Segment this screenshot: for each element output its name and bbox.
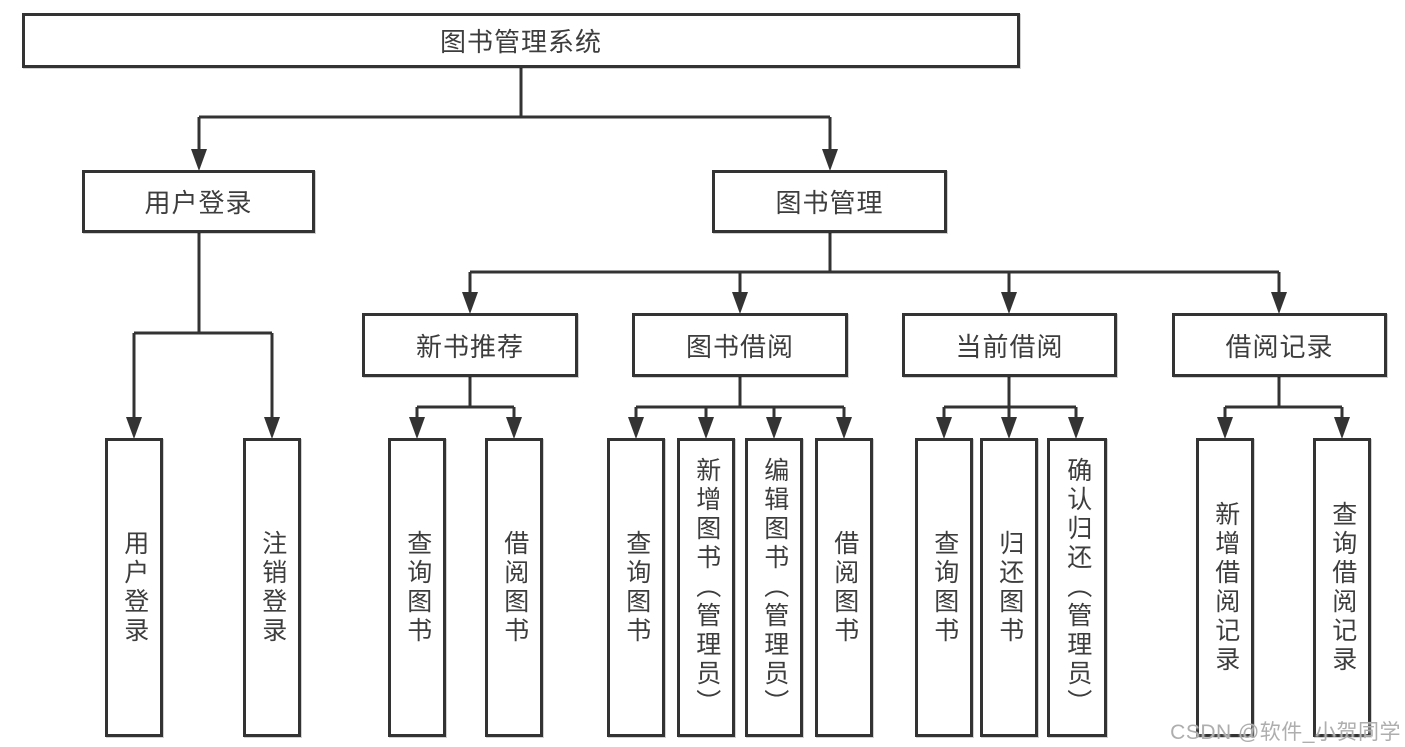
- leaf-borrow-books-recommend: 借阅图书: [485, 438, 543, 737]
- leaf-borrow-books: 借阅图书: [815, 438, 873, 737]
- leaf-query-books-recommend: 查询图书: [388, 438, 446, 737]
- leaf-confirm-return-admin: 确认归还（管理员）: [1047, 438, 1107, 737]
- leaf-confirm-return-admin-label: 确认归还（管理员）: [1063, 457, 1092, 718]
- leaf-add-borrow-record-label: 新增借阅记录: [1211, 500, 1240, 675]
- leaf-add-books-admin-label: 新增图书（管理员）: [692, 457, 721, 718]
- leaf-logout-login: 注销登录: [243, 438, 301, 737]
- leaf-query-books-recommend-label: 查询图书: [403, 529, 432, 646]
- arrow-icon: [822, 149, 838, 171]
- arrow-icon: [1068, 417, 1084, 439]
- watermark: CSDN @软件_小贺同学: [1170, 721, 1401, 744]
- node-user-login-label: 用户登录: [144, 188, 253, 218]
- node-new-book-recommend: 新书推荐: [362, 313, 578, 377]
- arrow-icon: [1271, 292, 1287, 314]
- node-book-management-label: 图书管理: [775, 188, 884, 218]
- leaf-logout-login-label: 注销登录: [258, 529, 287, 646]
- leaf-query-borrow-record: 查询借阅记录: [1313, 438, 1371, 737]
- arrow-icon: [936, 417, 952, 439]
- node-borrow-records-label: 借阅记录: [1225, 331, 1334, 362]
- leaf-user-login: 用户登录: [105, 438, 163, 737]
- arrow-icon: [126, 417, 142, 439]
- node-new-book-recommend-label: 新书推荐: [415, 331, 524, 362]
- node-current-borrow-label: 当前借阅: [955, 331, 1064, 362]
- arrow-icon: [836, 417, 852, 439]
- node-book-borrow-label: 图书借阅: [685, 331, 794, 362]
- arrow-icon: [409, 417, 425, 439]
- leaf-borrow-books-label: 借阅图书: [830, 529, 859, 646]
- leaf-borrow-books-recommend-label: 借阅图书: [500, 529, 529, 646]
- arrow-icon: [698, 417, 714, 439]
- arrow-icon: [766, 417, 782, 439]
- arrow-icon: [462, 292, 478, 314]
- arrow-icon: [1217, 417, 1233, 439]
- arrow-icon: [628, 417, 644, 439]
- leaf-edit-books-admin-label: 编辑图书（管理员）: [760, 457, 789, 718]
- leaf-return-books: 归还图书: [980, 438, 1038, 737]
- leaf-query-borrow-record-label: 查询借阅记录: [1328, 500, 1357, 675]
- leaf-query-books-borrow: 查询图书: [607, 438, 665, 737]
- arrow-icon: [1001, 417, 1017, 439]
- arrow-icon: [506, 417, 522, 439]
- node-current-borrow: 当前借阅: [902, 313, 1117, 377]
- arrow-icon: [191, 149, 207, 171]
- arrow-icon: [264, 417, 280, 439]
- node-user-login: 用户登录: [82, 170, 315, 233]
- arrow-icon: [732, 292, 748, 314]
- leaf-edit-books-admin: 编辑图书（管理员）: [745, 438, 803, 737]
- leaf-add-borrow-record: 新增借阅记录: [1196, 438, 1254, 737]
- leaf-return-books-label: 归还图书: [995, 529, 1024, 646]
- node-book-management: 图书管理: [712, 170, 947, 233]
- arrow-icon: [1001, 292, 1017, 314]
- arrowheads: [126, 149, 1350, 439]
- arrow-icon: [1334, 417, 1350, 439]
- connector-paths: [132, 68, 1344, 421]
- leaf-add-books-admin: 新增图书（管理员）: [677, 438, 735, 737]
- leaf-query-books-borrow-label: 查询图书: [622, 529, 651, 646]
- node-root-label: 图书管理系统: [439, 27, 602, 57]
- leaf-query-books-current: 查询图书: [915, 438, 973, 737]
- leaf-query-books-current-label: 查询图书: [930, 529, 959, 646]
- node-book-borrow: 图书借阅: [632, 313, 848, 377]
- leaf-user-login-label: 用户登录: [120, 529, 149, 646]
- node-borrow-records: 借阅记录: [1172, 313, 1387, 377]
- node-root: 图书管理系统: [22, 13, 1020, 68]
